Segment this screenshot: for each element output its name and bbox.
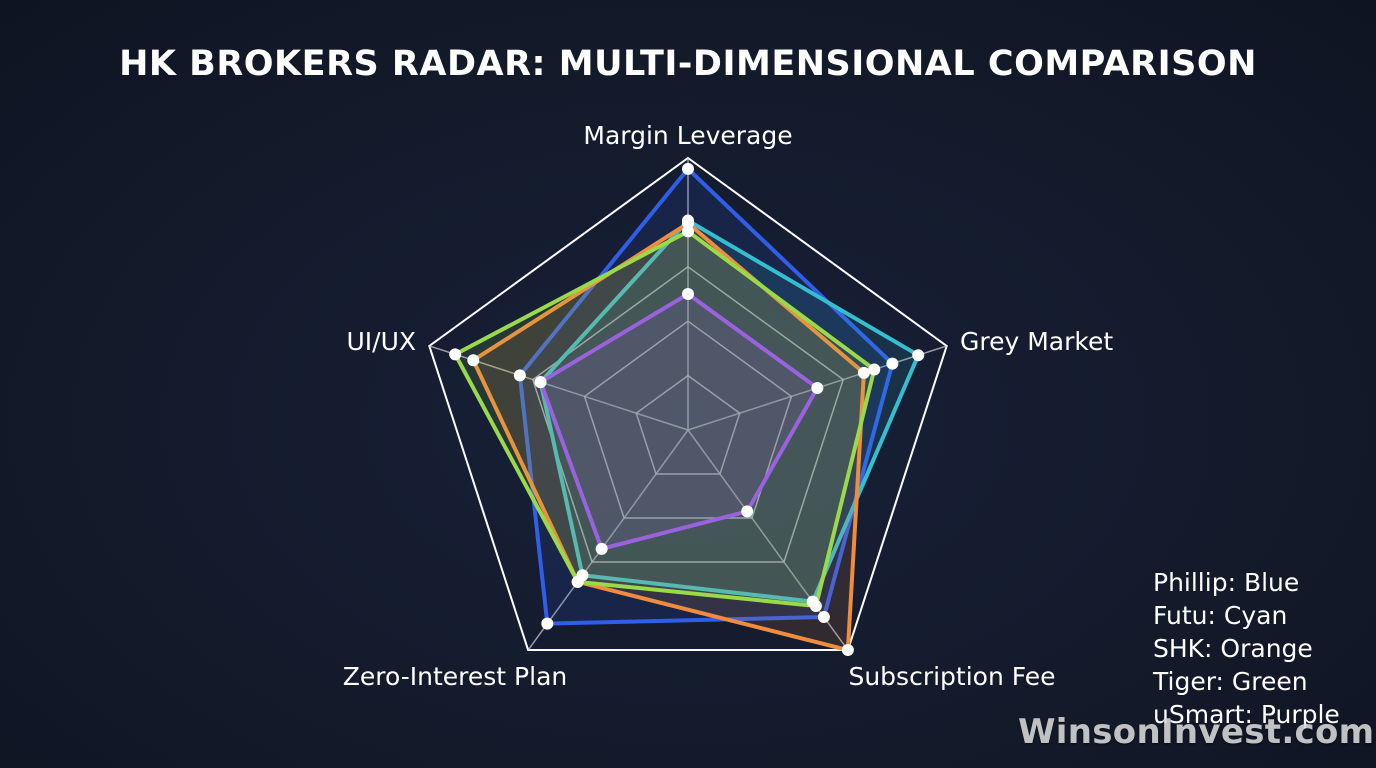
point-shk-ui-ux — [467, 354, 480, 367]
point-usmart-ui-ux — [534, 376, 547, 389]
point-tiger-ui-ux — [449, 348, 462, 361]
point-usmart-margin-leverage — [682, 288, 694, 300]
series-phillip — [517, 166, 895, 626]
grid-ring-2 — [635, 374, 741, 475]
point-usmart-subscription-fee — [741, 505, 754, 518]
legend-entry-futu: Futu: Cyan — [1153, 601, 1288, 630]
point-phillip-margin-leverage — [682, 162, 694, 175]
point-tiger-subscription-fee — [809, 600, 822, 613]
point-tiger-zero-interest-plan — [571, 575, 584, 588]
watermark: WinsonInvest.com — [1018, 712, 1375, 752]
axis-label-margin-leverage: Margin Leverage — [583, 121, 792, 150]
radar-marker-layer — [449, 162, 925, 657]
point-futu-grey-market — [912, 349, 925, 362]
axis-label-ui-ux: UI/UX — [346, 327, 416, 356]
legend-entry-tiger: Tiger: Green — [1153, 667, 1308, 696]
grid-spoke-zero-interest-plan — [527, 429, 689, 651]
grid-ring-4 — [583, 320, 793, 519]
point-usmart-zero-interest-plan — [595, 542, 608, 555]
series-shk — [471, 221, 866, 653]
series-usmart — [538, 292, 820, 551]
legend-entry-usmart: uSmart: Purple — [1153, 700, 1340, 729]
grid-ring-10 — [428, 156, 948, 652]
point-shk-grey-market — [857, 366, 870, 379]
legend-entry-phillip: Phillip: Blue — [1153, 568, 1300, 597]
chart-title: HK BROKERS RADAR: MULTI-DIMENSIONAL COMP… — [119, 44, 1257, 84]
point-usmart-grey-market — [811, 381, 824, 394]
series-tiger — [453, 229, 877, 609]
point-shk-subscription-fee — [841, 644, 854, 657]
legend-entry-shk: SHK: Orange — [1153, 634, 1313, 663]
axis-label-grey-market: Grey Market — [960, 327, 1113, 356]
axis-label-zero-interest-plan: Zero-Interest Plan — [343, 662, 568, 691]
axis-label-subscription-fee: Subscription Fee — [848, 662, 1055, 691]
legend: Phillip: Blue Futu: Cyan SHK: Orange Tig… — [1153, 566, 1340, 731]
point-phillip-zero-interest-plan — [541, 617, 554, 630]
series-futu — [538, 218, 921, 604]
point-phillip-grey-market — [886, 357, 899, 370]
point-tiger-grey-market — [868, 363, 881, 376]
radar-series-layer — [453, 166, 921, 653]
point-tiger-margin-leverage — [682, 225, 694, 238]
point-phillip-ui-ux — [513, 369, 526, 382]
point-phillip-subscription-fee — [817, 611, 830, 624]
